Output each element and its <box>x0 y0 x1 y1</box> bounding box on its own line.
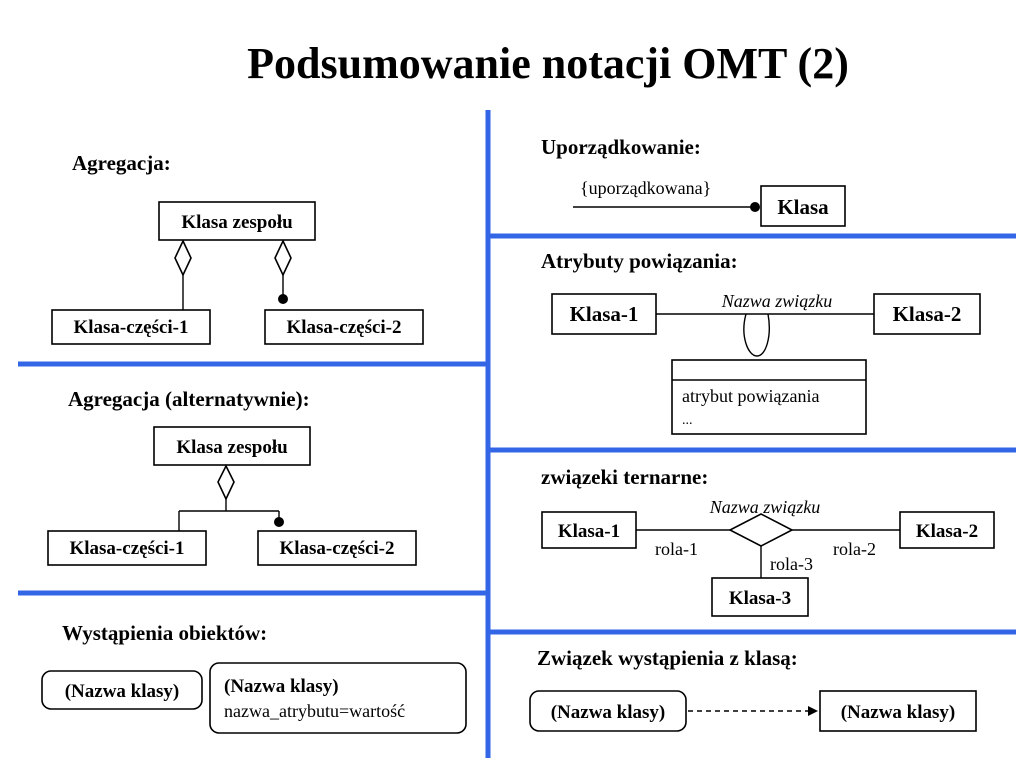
section-zwiazek-klasa: Związek wystąpienia z klasą: (Nazwa klas… <box>529 646 977 732</box>
ordering-class-label: Klasa <box>777 195 829 219</box>
instance-of-class-label: (Nazwa klasy) <box>841 702 956 723</box>
ordering-dot <box>750 202 760 212</box>
whole-class-box <box>158 201 316 241</box>
role1-label: rola-1 <box>655 539 698 559</box>
wystapienia-header: Wystąpienia obiektów: <box>62 621 267 645</box>
link-attribute-ellipsis: ... <box>682 413 693 428</box>
part1-class-box <box>51 309 211 345</box>
object-instance-label-1: (Nazwa klasy) <box>65 681 180 702</box>
instance-of-class-box <box>819 690 977 732</box>
link-attribute-label: atrybut powiązania <box>682 386 819 406</box>
atrybuty-header: Atrybuty powiązania: <box>541 249 738 273</box>
ordering-class-box <box>760 185 846 227</box>
section-agregacja-alt: Agregacja (alternatywnie): Klasa zespołu… <box>47 387 417 566</box>
alt-part2-class-box <box>257 530 417 566</box>
assoc-link-loop <box>743 313 770 357</box>
zwiazek-klasa-header: Związek wystąpienia z klasą: <box>537 646 798 670</box>
agregacja-alt-header: Agregacja (alternatywnie): <box>68 387 310 411</box>
ternary-klasa3-label: Klasa-3 <box>729 588 791 609</box>
section-agregacja: Agregacja: Klasa zespołu Klasa-części-1 … <box>51 151 424 345</box>
object-instance-attr-2: nazwa_atrybutu=wartość <box>224 701 405 721</box>
assoc-klasa2-box <box>873 293 981 335</box>
page-title: Podsumowanie notacji OMT (2) <box>247 39 849 88</box>
part1-class-label: Klasa-części-1 <box>73 317 188 338</box>
agregacja-header: Agregacja: <box>72 151 171 175</box>
section-wystapienia: Wystąpienia obiektów: (Nazwa klasy) (Naz… <box>41 621 467 734</box>
section-atrybuty: Atrybuty powiązania: Klasa-1 Klasa-2 Naz… <box>541 249 981 435</box>
assoc-name-label: Nazwa związku <box>721 291 833 311</box>
object-instance-box-1 <box>41 670 203 710</box>
section-ternarne: związeki ternarne: Nazwa związku Klasa-1… <box>541 465 995 617</box>
ternarne-header: związeki ternarne: <box>541 465 708 489</box>
ternary-klasa2-label: Klasa-2 <box>916 521 978 542</box>
alt-multiplicity-dot <box>274 517 284 527</box>
part2-class-box <box>264 309 424 345</box>
role2-label: rola-2 <box>833 539 876 559</box>
alt-whole-class-label: Klasa zespołu <box>176 437 288 458</box>
multiplicity-dot <box>278 294 288 304</box>
alt-part2-class-label: Klasa-części-2 <box>279 538 394 559</box>
assoc-klasa1-label: Klasa-1 <box>570 302 639 326</box>
whole-class-label: Klasa zespołu <box>181 212 293 233</box>
ternary-diamond <box>728 513 794 547</box>
instance-of-arrowhead <box>808 706 818 716</box>
role3-label: rola-3 <box>770 554 813 574</box>
link-attribute-box <box>671 359 867 435</box>
ternary-name-label: Nazwa związku <box>709 497 821 517</box>
alt-aggregation-diamond <box>217 464 235 501</box>
section-uporzadkowanie: Uporządkowanie: {uporządkowana} Klasa <box>541 135 846 227</box>
instance-of-object-label: (Nazwa klasy) <box>551 702 666 723</box>
alt-whole-class-box <box>153 426 311 466</box>
assoc-klasa2-label: Klasa-2 <box>893 302 962 326</box>
object-instance-name-2: (Nazwa klasy) <box>224 676 339 697</box>
uporzadkowanie-header: Uporządkowanie: <box>541 135 701 159</box>
instance-of-object-box <box>529 690 687 732</box>
aggregation-diamond-2 <box>274 239 292 277</box>
alt-part1-class-box <box>47 530 207 566</box>
assoc-klasa1-box <box>551 293 657 335</box>
alt-part1-class-label: Klasa-części-1 <box>69 538 184 559</box>
object-instance-box-2 <box>209 662 467 734</box>
part2-class-label: Klasa-części-2 <box>286 317 401 338</box>
ordering-constraint-label: {uporządkowana} <box>580 178 711 198</box>
aggregation-diamond-1 <box>174 239 192 277</box>
ternary-klasa1-label: Klasa-1 <box>558 521 620 542</box>
ternary-klasa3-box <box>711 577 809 617</box>
